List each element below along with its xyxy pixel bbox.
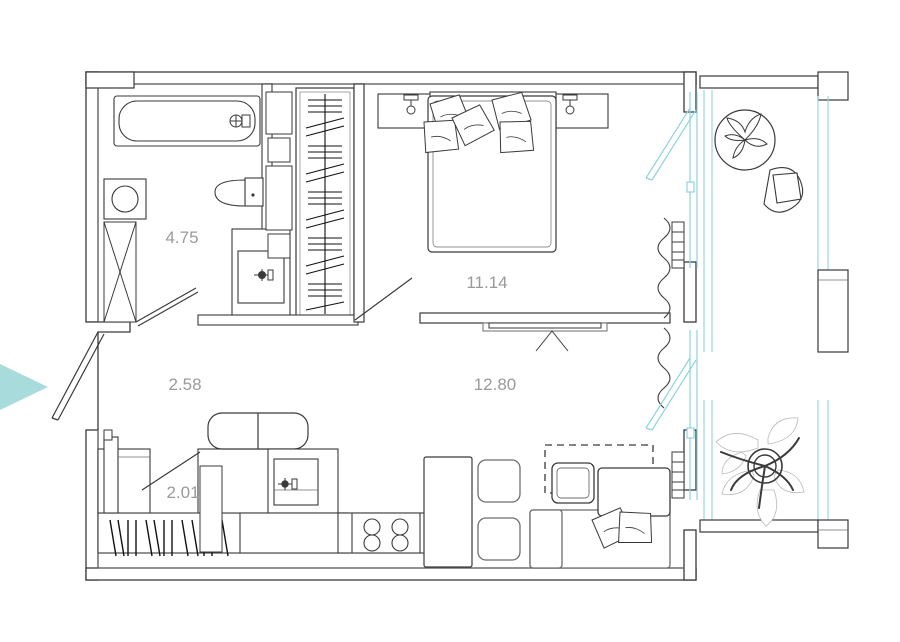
room-bathroom (85, 71, 293, 327)
balcony-lower (699, 400, 849, 549)
entrance-door[interactable] (51, 331, 105, 421)
balcony-upper (697, 71, 887, 354)
leader-line-wardrobe (141, 451, 201, 491)
coffee-table (551, 462, 595, 504)
television (482, 322, 608, 352)
bathroom-door (135, 287, 199, 327)
wall-sconce-right (562, 94, 578, 115)
entrance-direction-arrow (0, 364, 48, 410)
balcony-table (714, 109, 776, 171)
curtain-upper (657, 217, 671, 319)
kitchen-sink (267, 448, 339, 514)
area-label-bathroom: 4.75 (165, 228, 198, 247)
dining-chair-lower (477, 517, 521, 561)
area-label-living: 12.80 (474, 375, 517, 394)
balcony-glazing-lower (703, 400, 829, 530)
leader-line-bedroom (354, 277, 413, 321)
area-label-wardrobe: 2.01 (166, 483, 199, 502)
partition-walls (353, 83, 365, 323)
sink-faucet (278, 478, 298, 490)
balcony-plant (724, 113, 768, 159)
mirror-cabinet (103, 178, 147, 220)
bathroom-shelf-column (265, 91, 293, 259)
area-label-bedroom: 11.14 (466, 273, 507, 292)
toilet (214, 177, 264, 207)
shower-screen (103, 221, 137, 323)
balcony-door-upper[interactable] (645, 92, 698, 268)
bathtub (113, 95, 261, 147)
balcony-armchair (763, 167, 804, 213)
area-label-hall: 2.58 (168, 375, 201, 394)
room-living-kitchen (97, 327, 685, 569)
dining-chair-upper (477, 459, 521, 503)
radiator-upper (671, 221, 685, 269)
refrigerator (423, 456, 473, 568)
room-bedroom (377, 91, 685, 352)
upper-cabinets (207, 412, 309, 450)
balcony-door-lower[interactable] (645, 330, 698, 500)
radiator-lower (671, 451, 685, 499)
curtain-lower (657, 327, 671, 409)
bathtub-faucet (229, 114, 251, 128)
cooktop-four-burner (351, 512, 421, 554)
balcony-large-plant (715, 417, 805, 527)
wall-sconce-left (403, 94, 419, 115)
washing-machine-knob (254, 269, 274, 281)
wardrobe-hanging (295, 87, 355, 321)
hall-threshold (197, 314, 359, 326)
